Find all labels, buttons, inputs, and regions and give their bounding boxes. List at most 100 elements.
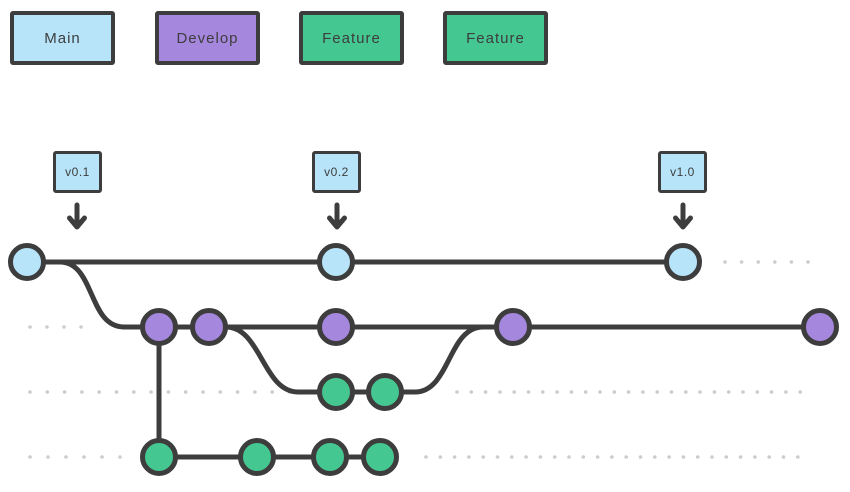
dot-row-feature1-left	[28, 390, 32, 394]
commit-node-feature	[238, 438, 276, 476]
dot-row-feature2-right	[667, 455, 671, 459]
commit-node-main	[317, 243, 355, 281]
dot-row-feature1-right	[712, 390, 717, 394]
commit-node-feature	[311, 438, 349, 476]
dot-row-feature2-right	[495, 455, 500, 459]
dot-row-feature2-left	[46, 455, 50, 459]
dot-row-feature1-right	[798, 390, 802, 394]
dot-row-feature1-left	[114, 390, 119, 394]
dot-row-main-right	[806, 260, 810, 264]
dot-row-feature1-right	[541, 390, 545, 394]
dot-row-feature1-right	[784, 390, 788, 394]
commit-node-feature	[317, 373, 355, 411]
dot-row-feature1-right	[498, 390, 502, 394]
dot-row-feature1-left	[45, 390, 50, 394]
dot-row-feature2-right	[624, 455, 628, 459]
dot-row-feature2-right	[452, 455, 457, 459]
dot-row-feature2-right	[481, 455, 486, 459]
commit-node-develop	[801, 308, 839, 346]
dot-row-feature1-right	[455, 390, 459, 394]
dot-row-feature2-left	[100, 455, 104, 459]
dot-row-feature2-right	[524, 455, 528, 459]
branch-main-develop	[57, 259, 127, 330]
legend-item-feature-2: Feature	[443, 11, 548, 65]
dot-row-main-right	[723, 260, 727, 264]
dot-row-feature2-right	[767, 455, 771, 459]
dot-row-feature1-right	[598, 390, 602, 394]
dot-row-develop-left	[45, 325, 49, 329]
dot-row-develop-left	[79, 325, 83, 329]
dot-row-feature1-right	[669, 390, 674, 394]
dot-row-feature2-right	[781, 455, 786, 459]
dot-row-develop-left	[28, 325, 32, 329]
dot-row-feature2-left	[118, 455, 122, 459]
dot-row-feature2-right	[538, 455, 543, 459]
commit-node-develop	[494, 308, 532, 346]
dot-row-feature1-right	[583, 390, 588, 394]
tag-v0.1: v0.1	[53, 151, 102, 193]
dot-row-feature1-left	[253, 390, 257, 394]
dot-row-feature1-left	[183, 390, 188, 394]
dot-row-feature1-right	[626, 390, 631, 394]
dot-row-feature1-left	[166, 390, 171, 394]
dot-row-feature1-left	[201, 390, 205, 394]
branch-develop-feature1	[223, 324, 301, 395]
dot-row-feature1-right	[555, 390, 559, 394]
dot-row-feature1-left	[218, 390, 223, 394]
dot-row-feature2-right	[753, 455, 757, 459]
dot-row-feature1-right	[512, 390, 516, 394]
dot-row-feature2-right	[796, 455, 800, 459]
dot-row-feature2-right	[710, 455, 714, 459]
dot-row-feature2-right	[638, 455, 643, 459]
commit-node-feature	[361, 438, 399, 476]
dot-row-feature2-right	[567, 455, 571, 459]
commit-node-main	[664, 243, 702, 281]
commit-node-feature	[140, 438, 178, 476]
dot-row-feature1-right	[698, 390, 702, 394]
tag-down-arrow-icon	[673, 202, 693, 230]
commit-node-develop	[140, 308, 178, 346]
dot-row-feature2-right	[552, 455, 557, 459]
dot-row-feature2-left	[28, 455, 32, 459]
dot-row-feature2-right	[653, 455, 657, 459]
tag-down-arrow-icon	[327, 202, 347, 230]
dot-row-feature1-left	[62, 390, 67, 394]
dot-row-feature1-right	[726, 390, 731, 394]
commit-node-develop	[190, 308, 228, 346]
dot-row-feature2-right	[438, 455, 443, 459]
commit-node-feature	[366, 373, 404, 411]
tag-down-arrow-icon	[67, 202, 87, 230]
dot-row-feature2-right	[510, 455, 514, 459]
dot-row-feature2-right	[681, 455, 686, 459]
dot-row-feature2-right	[595, 455, 600, 459]
dot-row-feature1-right	[741, 390, 745, 394]
merge-feature1-develop	[412, 324, 486, 395]
dot-row-main-right	[773, 260, 777, 264]
dot-row-feature1-right	[755, 390, 760, 394]
dot-row-feature1-left	[149, 390, 153, 394]
dot-row-feature1-right	[469, 390, 474, 394]
dot-row-feature1-right	[769, 390, 774, 394]
tag-v1.0: v1.0	[658, 151, 707, 193]
legend-item-develop: Develop	[155, 11, 260, 65]
dot-row-feature1-left	[235, 390, 240, 394]
dot-row-feature1-right	[526, 390, 531, 394]
dot-row-feature2-right	[424, 455, 428, 459]
dot-row-feature1-left	[132, 390, 136, 394]
dot-row-feature2-right	[724, 455, 729, 459]
dot-row-feature1-left	[270, 390, 275, 394]
dot-row-feature2-right	[610, 455, 614, 459]
dot-row-feature1-right	[641, 390, 645, 394]
commit-node-develop	[317, 308, 355, 346]
commit-node-main	[8, 243, 46, 281]
dot-row-main-right	[739, 260, 744, 264]
dot-row-feature2-left	[64, 455, 68, 459]
dot-row-main-right	[756, 260, 760, 264]
dot-row-feature1-left	[97, 390, 101, 394]
dot-row-feature1-right	[483, 390, 488, 394]
dot-row-feature2-right	[467, 455, 471, 459]
dot-row-feature1-right	[684, 390, 688, 394]
dot-row-feature1-right	[569, 390, 574, 394]
dot-row-feature1-left	[80, 390, 84, 394]
